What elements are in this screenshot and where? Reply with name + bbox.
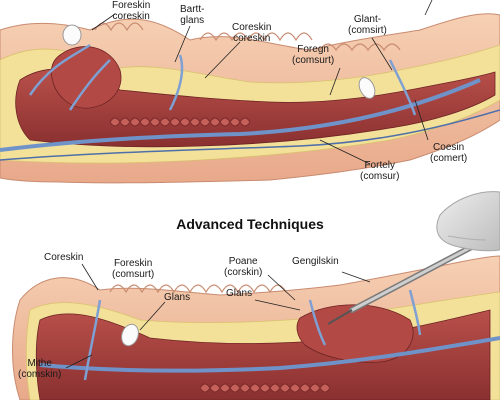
label-mithe-comskin: Mithe(comskin) [18,358,61,380]
section-title: Advanced Techniques [0,216,500,232]
label-glant-comsirt: Glant-(comsirt) [348,14,387,36]
label-coreskin: Coreskin [44,252,83,263]
label-poane-corskin: Poane(corskin) [224,256,262,278]
label-bart-glans: Bartt-glans [180,4,204,26]
label-foreskin-comsurt: Foreskin(comsurt) [112,258,154,280]
label-fortely-comsur: Fortely(comsur) [360,160,399,182]
label-gengilskin: Gengilskin [292,256,339,267]
label-glans-left: Glans [164,292,190,303]
top-ring-left [63,25,81,45]
label-coesin-comert: Coesin(comert) [430,142,467,164]
label-glans-right: Glans [226,288,252,299]
label-foregn-comsurt: Foregn(comsurt) [292,44,334,66]
